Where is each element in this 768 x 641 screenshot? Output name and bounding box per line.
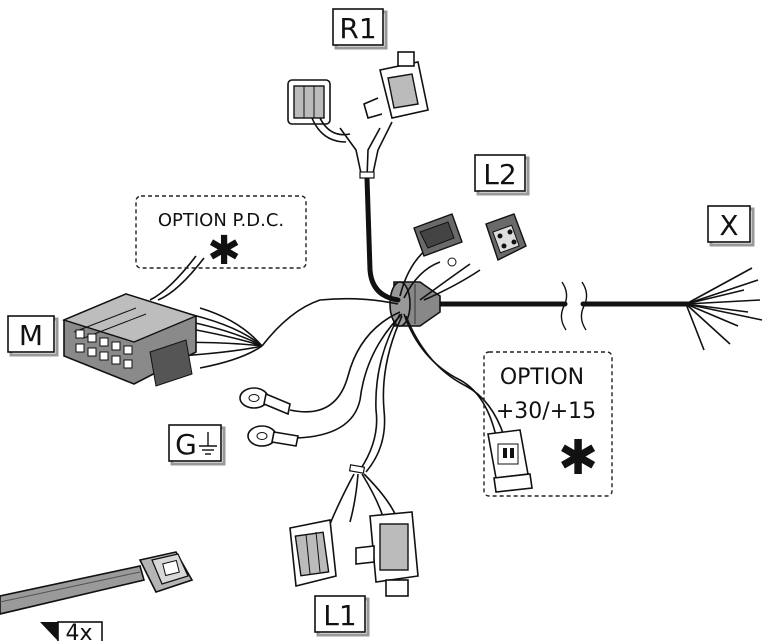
x-wire-ends: [685, 267, 763, 351]
option-power-line2: +30/+15: [496, 399, 596, 424]
l2-connector-right: [485, 213, 527, 261]
ground-ring-lower: [247, 425, 299, 447]
l2-connector-left: [413, 213, 463, 267]
label-r1: R1: [332, 8, 388, 50]
l1-receptacle-connector: [289, 519, 337, 587]
branch-r1: [287, 51, 429, 303]
ground-ring-upper: [239, 387, 291, 416]
label-x: X: [707, 205, 755, 247]
branch-ground: [239, 311, 403, 447]
option-pdc-text: OPTION P.D.C.: [158, 210, 284, 231]
branch-m: [61, 255, 399, 387]
option-power-box: OPTION +30/+15 ✱: [483, 351, 613, 497]
label-x-text: X: [719, 209, 738, 242]
ground-symbol-icon: [199, 432, 217, 455]
label-r1-text: R1: [339, 12, 376, 45]
label-l1: L1: [314, 595, 370, 637]
label-m: M: [7, 315, 59, 357]
label-qty-text: 4x: [65, 621, 92, 641]
cable-tie: [0, 551, 194, 615]
label-l2: L2: [474, 154, 530, 196]
label-m-text: M: [19, 319, 43, 352]
option-power-line1: OPTION: [500, 365, 584, 390]
l1-plug-connector: [355, 511, 419, 597]
label-g-text: G: [175, 428, 197, 461]
main-trunk: [412, 281, 691, 331]
power-option-connector: [487, 429, 533, 493]
branch-l1: [289, 313, 419, 597]
r1-plug-connector: [363, 51, 429, 119]
branch-power-option: [403, 313, 533, 493]
asterisk-icon: ✱: [207, 228, 241, 274]
label-qty: 4x: [40, 621, 103, 641]
branch-l2: [399, 213, 527, 301]
label-l1-text: L1: [323, 599, 356, 632]
r1-receptacle-connector: [287, 79, 351, 143]
option-pdc-box: OPTION P.D.C. ✱: [135, 195, 307, 274]
m-connector: [61, 293, 199, 387]
asterisk-icon: ✱: [558, 430, 598, 486]
label-l2-text: L2: [483, 158, 516, 191]
label-g: G: [168, 424, 226, 466]
